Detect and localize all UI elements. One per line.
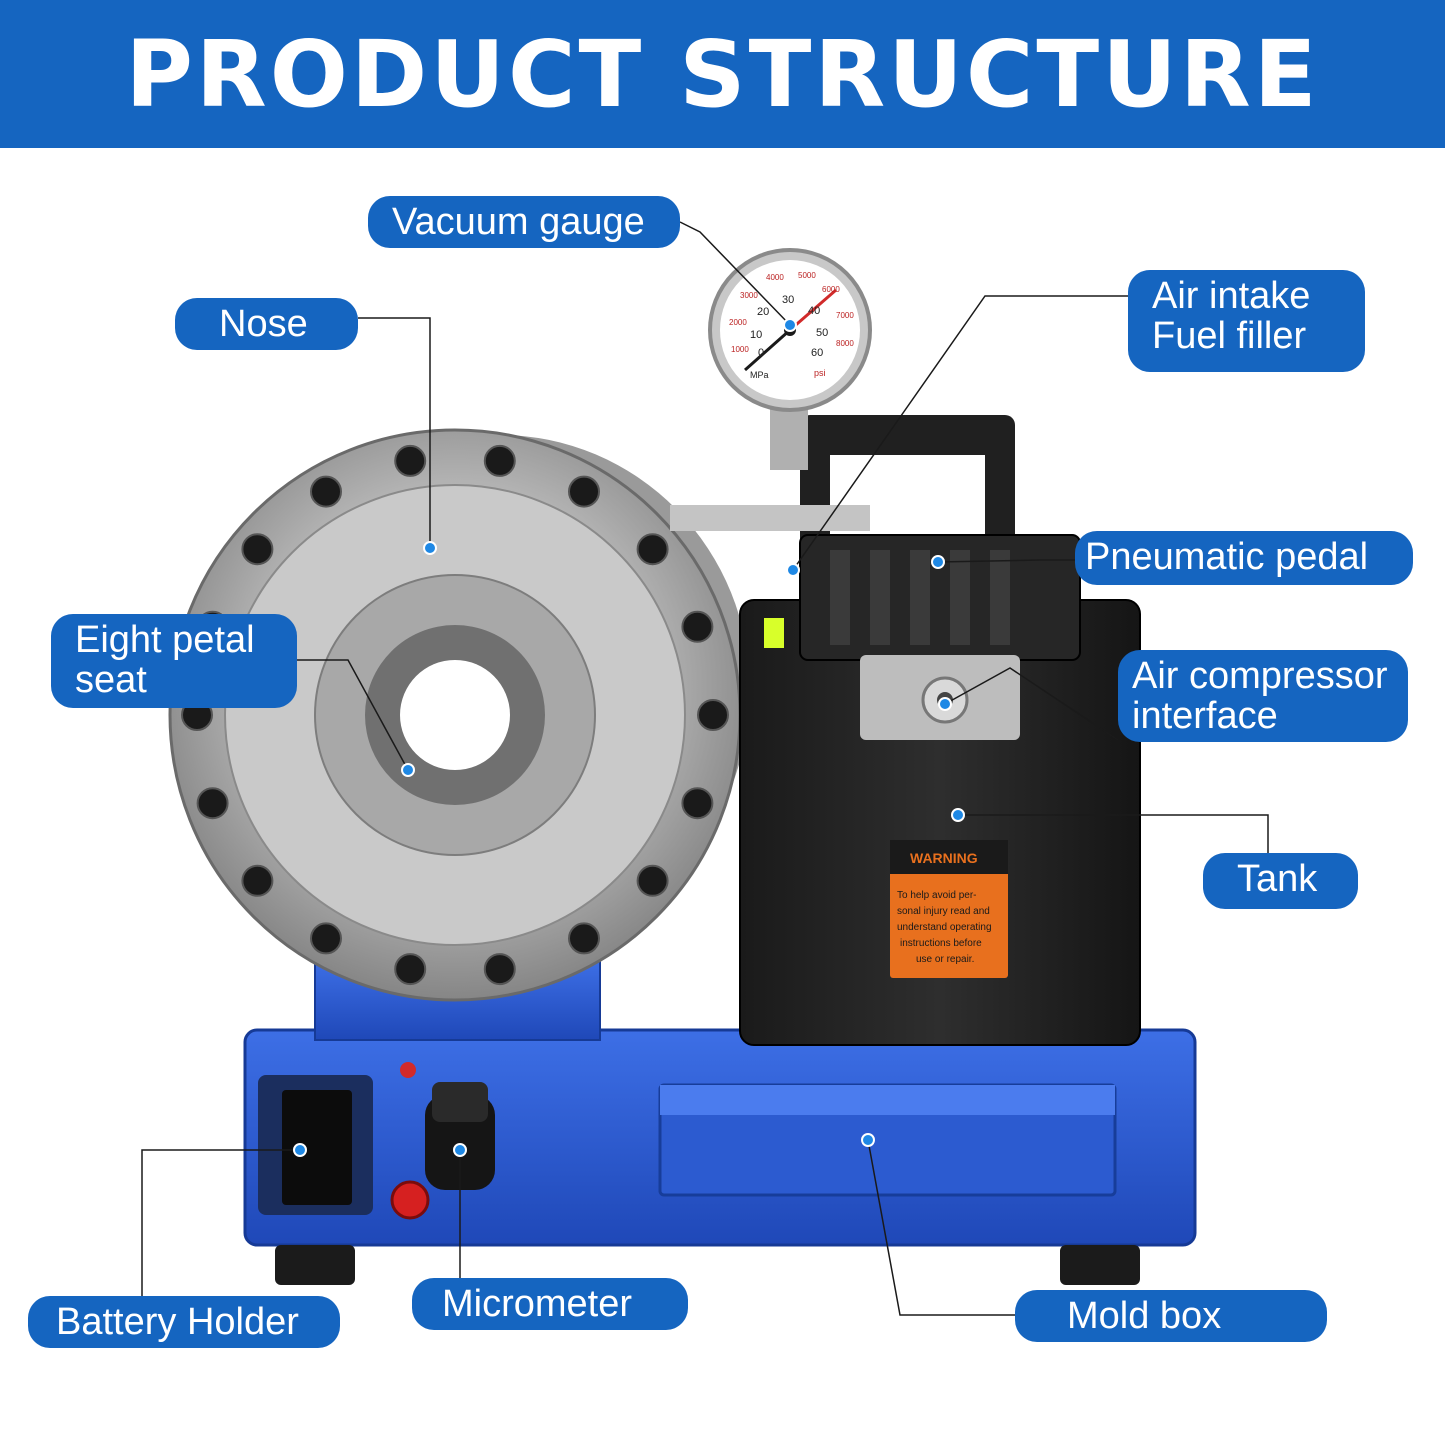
product-diagram: 0 10 20 30 40 50 60 1000 2000 3000 4000 … [0, 148, 1445, 1445]
callout-tank-text: Tank [1237, 858, 1318, 900]
callout-battery-holder: Battery Holder [28, 1296, 340, 1348]
gauge-psi-4000: 4000 [766, 273, 784, 282]
header-banner: PRODUCT STRUCTURE [0, 0, 1445, 148]
warning-heading: WARNING [910, 850, 978, 866]
warning-line-2: sonal injury read and [897, 906, 990, 917]
base-unit [243, 1028, 1197, 1285]
gauge-psi-7000: 7000 [836, 311, 854, 320]
callout-eight-petal-seat-line-2: seat [75, 659, 147, 701]
warning-line-3: understand operating [897, 922, 992, 933]
callout-air-compressor-interface-line-1: Air compressor [1132, 655, 1388, 697]
gauge-psi-5000: 5000 [798, 271, 816, 280]
bolt [196, 787, 229, 820]
gauge-scale: 0 10 20 30 40 50 60 1000 2000 3000 4000 … [729, 271, 854, 380]
callout-pneumatic-pedal-text: Pneumatic pedal [1085, 536, 1369, 578]
warning-line-4: instructions before [900, 938, 982, 949]
bolt [394, 953, 427, 986]
callout-micrometer-text: Micrometer [442, 1283, 633, 1325]
bolt [681, 787, 714, 820]
crimper-head [168, 428, 750, 1002]
bolt [568, 475, 600, 508]
callout-nose-text: Nose [219, 303, 308, 345]
gauge-psi-1000: 1000 [731, 345, 749, 354]
page-title: PRODUCT STRUCTURE [125, 20, 1320, 128]
leader-lines [141, 221, 1269, 1316]
callout-vacuum-gauge: Vacuum gauge [368, 196, 680, 248]
bolt [697, 699, 729, 731]
bolt [483, 444, 516, 477]
bolt [636, 864, 669, 897]
callout-eight-petal-seat: Eight petal seat [51, 614, 297, 708]
bolt [636, 533, 669, 566]
gauge-psi-6000: 6000 [822, 285, 840, 294]
callout-dots [293, 318, 965, 1157]
gauge-psi-2000: 2000 [729, 318, 747, 327]
callout-nose: Nose [175, 298, 358, 350]
callout-pneumatic-pedal: Pneumatic pedal [1075, 531, 1413, 585]
oil-tank [739, 599, 1141, 1046]
gauge-psi-8000: 8000 [836, 339, 854, 348]
gauge-tick-60: 60 [811, 347, 823, 359]
gauge-tick-20: 20 [757, 306, 769, 318]
callout-mold-box: Mold box [1015, 1290, 1327, 1342]
bolt [310, 475, 342, 508]
callout-micrometer: Micrometer [412, 1278, 688, 1330]
warning-line-5: use or repair. [916, 954, 975, 965]
warning-line-1: To help avoid per- [897, 890, 977, 901]
bolt [241, 864, 274, 897]
bolt [241, 533, 274, 566]
gauge-psi-3000: 3000 [740, 291, 758, 300]
bolt [310, 922, 342, 955]
callout-air-compressor-interface: Air compressor interface [1118, 650, 1408, 742]
callout-air-compressor-interface-line-2: interface [1132, 695, 1278, 737]
callout-air-intake-line-1: Air intake [1152, 275, 1311, 317]
pedal-assembly [764, 415, 1081, 740]
callout-tank: Tank [1203, 853, 1358, 909]
callout-battery-holder-text: Battery Holder [56, 1301, 299, 1343]
callout-eight-petal-seat-line-1: Eight petal [75, 619, 255, 661]
bolt [394, 444, 427, 477]
callout-air-intake: Air intake Fuel filler [1128, 270, 1365, 372]
gauge-unit-mpa: MPa [750, 370, 769, 380]
callout-mold-box-text: Mold box [1067, 1295, 1222, 1337]
bolt [568, 922, 600, 955]
bolt [681, 610, 714, 643]
gauge-tick-50: 50 [816, 327, 828, 339]
gauge-tick-10: 10 [750, 329, 762, 341]
callout-vacuum-gauge-text: Vacuum gauge [392, 201, 645, 243]
gauge-tick-30: 30 [782, 294, 794, 306]
gauge-tick-40: 40 [808, 305, 820, 317]
gauge-tick-0: 0 [758, 347, 764, 359]
callout-air-intake-line-2: Fuel filler [1152, 315, 1307, 357]
bolt [483, 953, 516, 986]
machine-illustration: 0 10 20 30 40 50 60 1000 2000 3000 4000 … [141, 221, 1269, 1316]
gauge-unit-psi: psi [814, 368, 826, 378]
